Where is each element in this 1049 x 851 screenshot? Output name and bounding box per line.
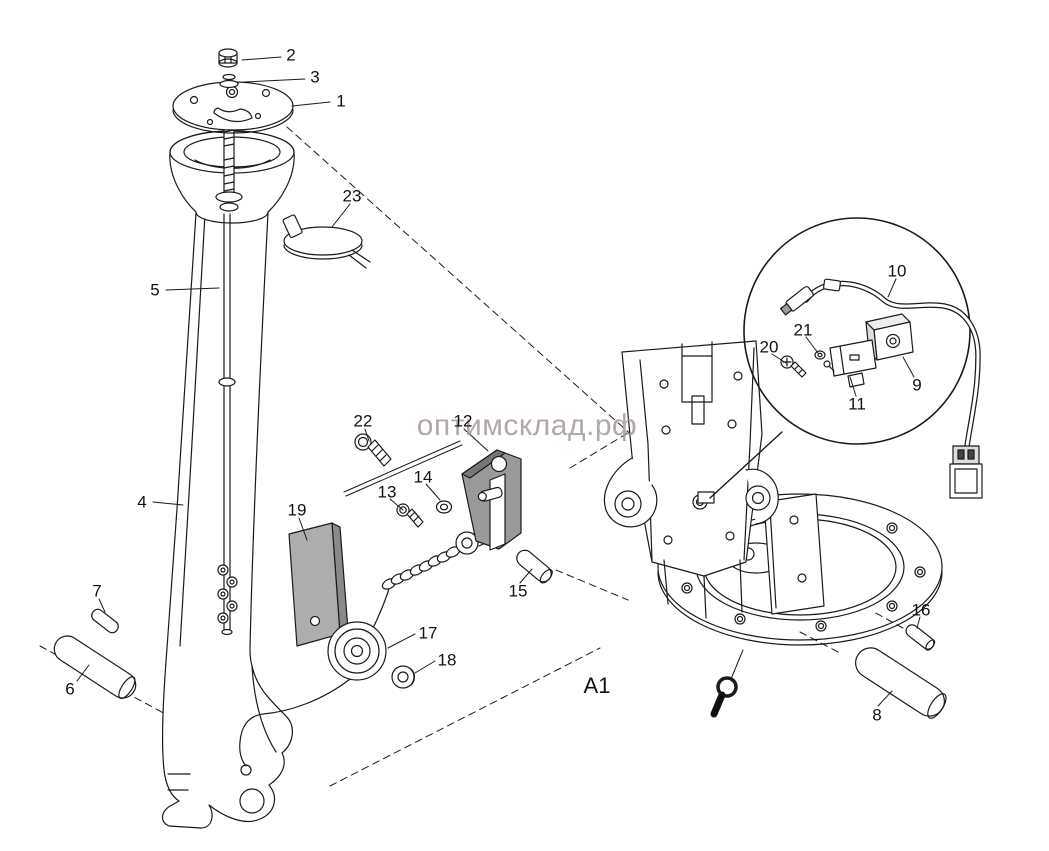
callout-10: 10 bbox=[887, 261, 907, 281]
pad-part19 bbox=[288, 522, 349, 647]
pin-part15 bbox=[516, 549, 553, 584]
callout-18: 18 bbox=[437, 650, 457, 670]
base-ring bbox=[657, 493, 943, 646]
callout-5: 5 bbox=[150, 280, 160, 300]
chain-in-column bbox=[217, 564, 238, 624]
bracket-part12 bbox=[461, 449, 522, 551]
switch-part9 bbox=[865, 313, 914, 361]
callout-7: 7 bbox=[92, 581, 102, 601]
screw-part20 bbox=[780, 355, 807, 378]
callout-12: 12 bbox=[453, 411, 473, 431]
cable-part10 bbox=[779, 278, 981, 449]
leader-lines bbox=[76, 56, 921, 707]
callout-19: 19 bbox=[287, 500, 307, 520]
pin-part16 bbox=[905, 624, 936, 651]
nut-part2 bbox=[218, 48, 238, 68]
callout-23: 23 bbox=[342, 186, 362, 206]
callout-20: 20 bbox=[759, 337, 779, 357]
callout-11: 11 bbox=[848, 394, 866, 414]
mounting-frame bbox=[603, 340, 825, 619]
callout-3: 3 bbox=[310, 67, 320, 87]
washer-part14 bbox=[435, 500, 453, 514]
callout-2: 2 bbox=[286, 45, 296, 65]
bracket-part11 bbox=[829, 339, 877, 388]
pull-rod-part5 bbox=[217, 213, 238, 636]
callout-6: 6 bbox=[65, 679, 75, 699]
detail-view-label: A1 bbox=[583, 673, 611, 698]
bolt-part22 bbox=[354, 433, 392, 467]
watermark-text: оптимсклад.рф bbox=[416, 409, 638, 442]
pulley-part17 bbox=[239, 621, 387, 767]
callout-4: 4 bbox=[137, 492, 147, 512]
tiller-column-part4 bbox=[161, 212, 293, 829]
bushing-part18 bbox=[391, 665, 415, 689]
callout-8: 8 bbox=[872, 705, 882, 725]
callout-16: 16 bbox=[911, 600, 931, 620]
washer-part3 bbox=[219, 73, 239, 89]
callout-17: 17 bbox=[418, 623, 438, 643]
pin-part8 bbox=[855, 647, 947, 719]
grommet-plug bbox=[710, 649, 744, 718]
pin-part6 bbox=[53, 635, 137, 700]
top-plate-part1 bbox=[172, 81, 294, 134]
callout-15: 15 bbox=[508, 581, 528, 601]
callout-13: 13 bbox=[377, 482, 397, 502]
hose-clamp-part23 bbox=[282, 214, 371, 269]
long-rod bbox=[343, 440, 463, 497]
callout-21: 21 bbox=[793, 320, 813, 340]
cable-connector bbox=[949, 445, 983, 499]
pin-part7 bbox=[91, 608, 119, 634]
bolt-part13 bbox=[396, 503, 424, 528]
detail-circle-a1 bbox=[709, 217, 983, 499]
callout-22: 22 bbox=[353, 411, 373, 431]
threaded-stud bbox=[215, 125, 243, 212]
callout-9: 9 bbox=[912, 375, 922, 395]
callout-14: 14 bbox=[413, 467, 433, 487]
callout-1: 1 bbox=[336, 91, 346, 111]
